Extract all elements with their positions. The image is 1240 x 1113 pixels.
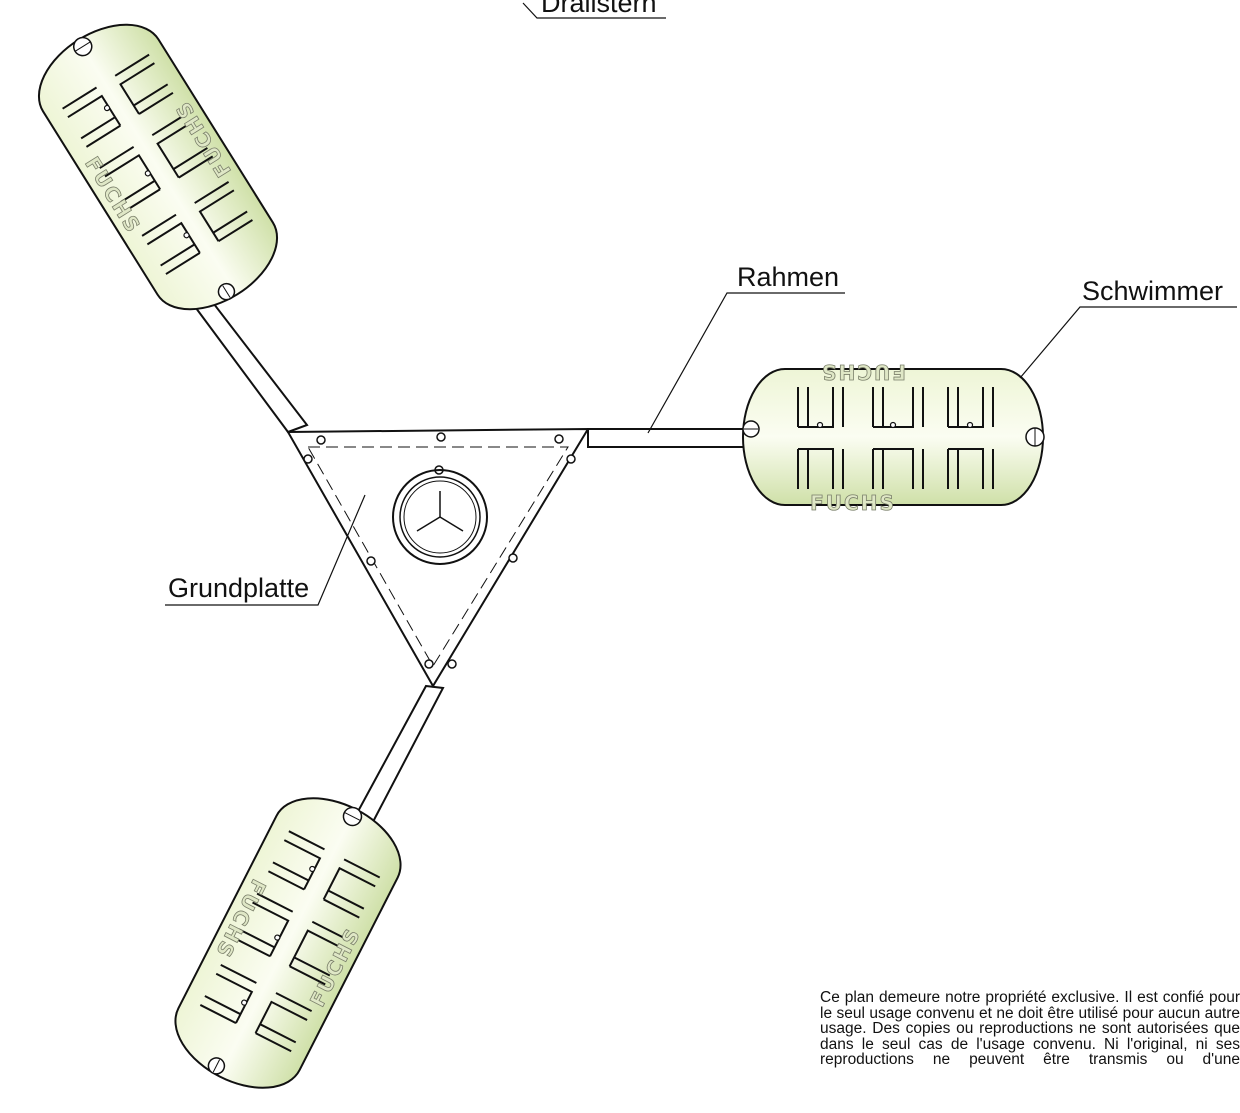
hub bbox=[392, 469, 488, 565]
float-right: FUCHS FUCHS bbox=[742, 360, 1045, 515]
label-grundplatte: Grundplatte bbox=[168, 573, 309, 603]
label-drallstern: Drallstern bbox=[541, 0, 657, 18]
frame-arms bbox=[168, 263, 1006, 862]
label-schwimmer: Schwimmer bbox=[1082, 276, 1223, 306]
label-rahmen: Rahmen bbox=[737, 262, 839, 292]
float-upper-left: FUCHS FUCHS bbox=[19, 1, 297, 332]
float-lower: FUCHS FUCHS bbox=[158, 776, 419, 1109]
float-brand-bottom: FUCHS bbox=[810, 491, 896, 515]
float-brand-top: FUCHS bbox=[820, 360, 906, 384]
leaders bbox=[165, 2, 1237, 606]
disclaimer-text: Ce plan demeure notre propriété exclusiv… bbox=[820, 990, 1240, 1068]
